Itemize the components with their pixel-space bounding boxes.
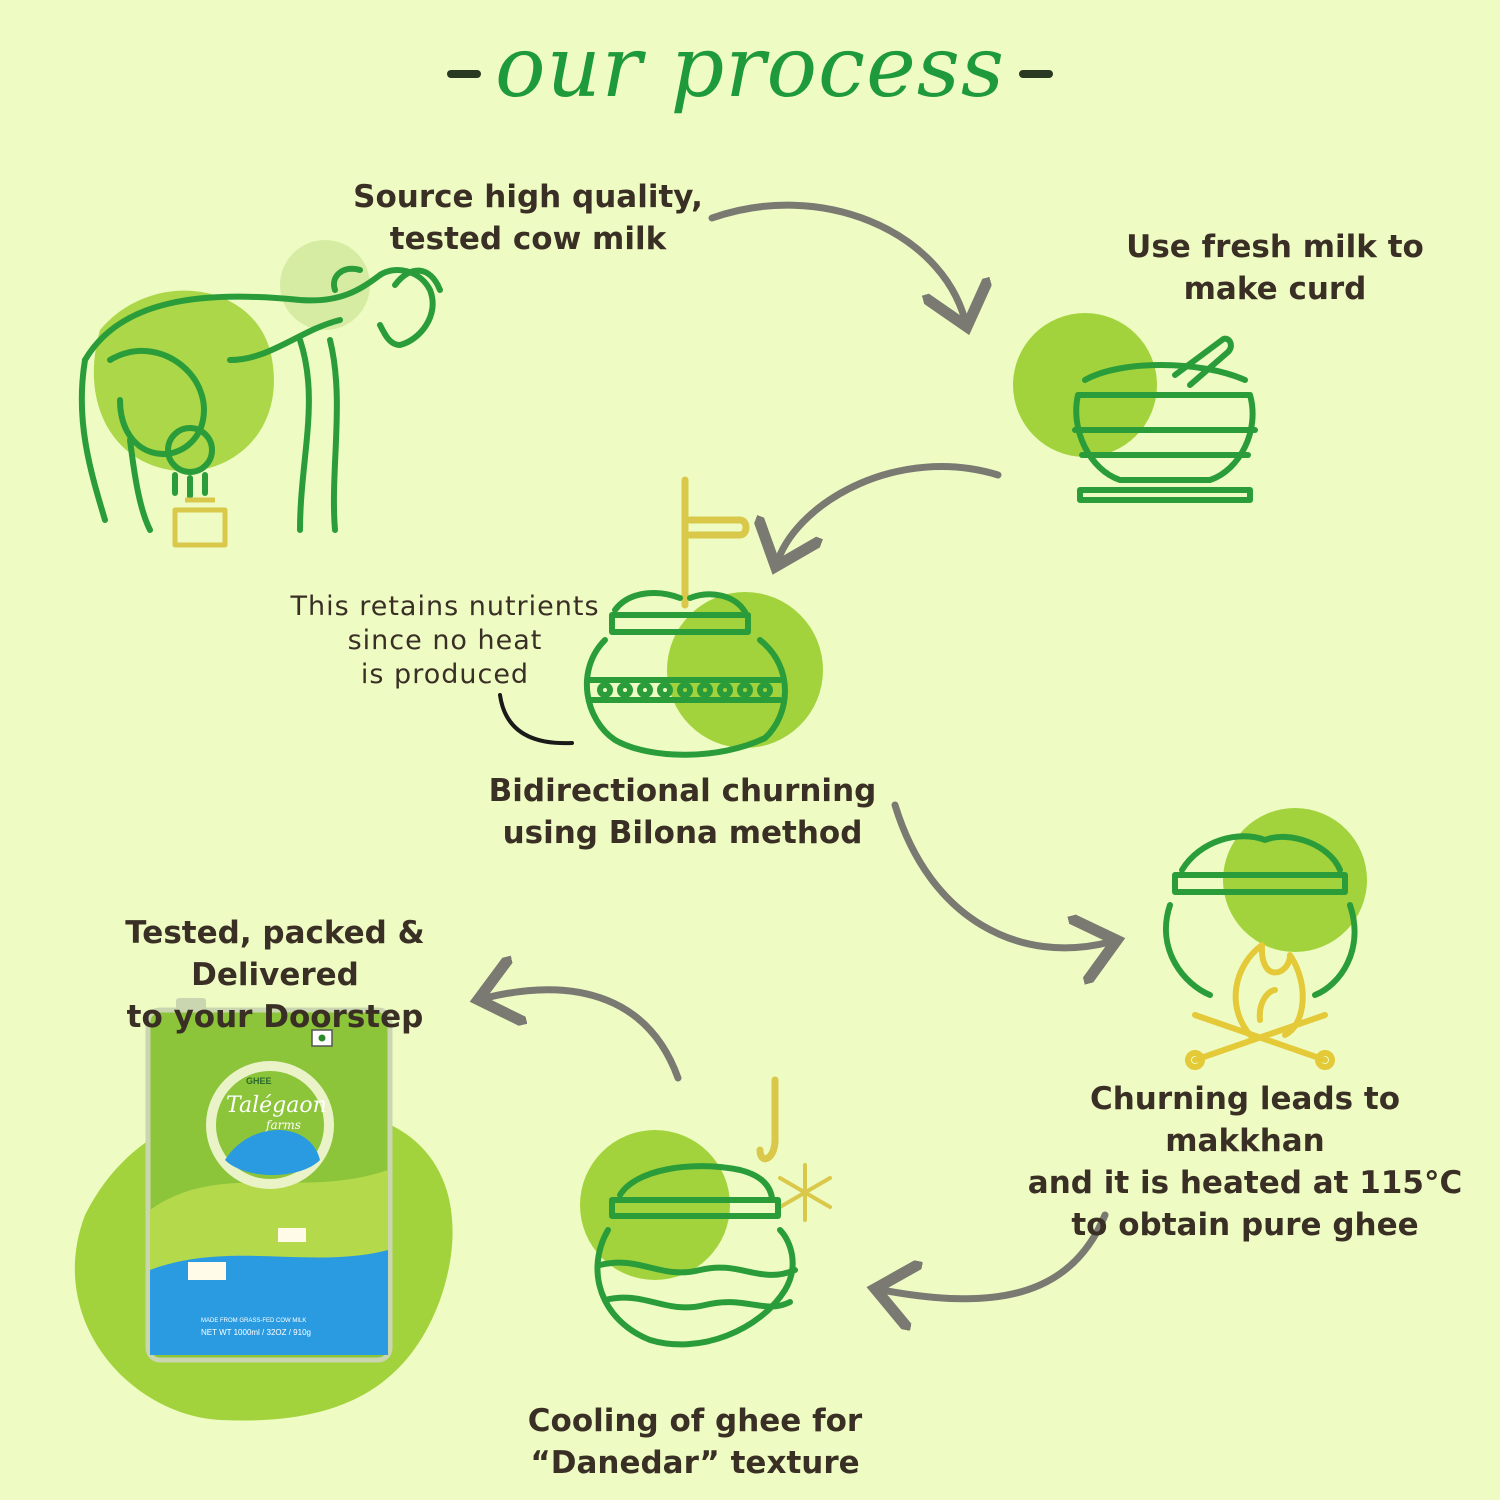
step-heating-label: Churning leads to makkhan and it is heat… xyxy=(1027,1081,1463,1243)
title-dash-right xyxy=(1019,70,1053,78)
step-source-label: Source high quality, tested cow milk xyxy=(353,179,703,257)
flow-arrows xyxy=(485,201,1110,1299)
step-churning-label: Bidirectional churning using Bilona meth… xyxy=(488,773,877,851)
tin-brand: Talégaon xyxy=(226,1093,327,1118)
tin-made-from: MADE FROM GRASS-FED COW MILK xyxy=(201,1318,307,1324)
tin-ghee-tag: GHEE xyxy=(246,1076,272,1086)
snowflake-icon xyxy=(778,1163,832,1222)
tin-net-weight: NET WT 1000ml / 32OZ / 910g xyxy=(201,1328,311,1337)
heating-pot-icon xyxy=(1162,808,1367,1070)
tin-brand-sub: farms xyxy=(266,1118,301,1132)
bilona-pot-icon xyxy=(583,476,823,758)
title-text: our process xyxy=(495,18,1005,116)
note-pointer xyxy=(498,693,574,746)
cooling-pot-icon xyxy=(580,1076,832,1348)
curd-pot-icon xyxy=(1013,313,1258,503)
step-curd-label: Use fresh milk to make curd xyxy=(1126,229,1424,307)
cow-icon xyxy=(78,240,443,548)
step-delivery-label: Tested, packed & Delivered to your Doors… xyxy=(125,915,425,1035)
note-nutrients: This retains nutrients since no heat is … xyxy=(290,591,600,690)
page-title: our process xyxy=(0,18,1500,116)
title-dash-left xyxy=(447,70,481,78)
step-cooling-label: Cooling of ghee for “Danedar” texture xyxy=(527,1403,863,1481)
ghee-tin-icon xyxy=(145,998,393,1363)
